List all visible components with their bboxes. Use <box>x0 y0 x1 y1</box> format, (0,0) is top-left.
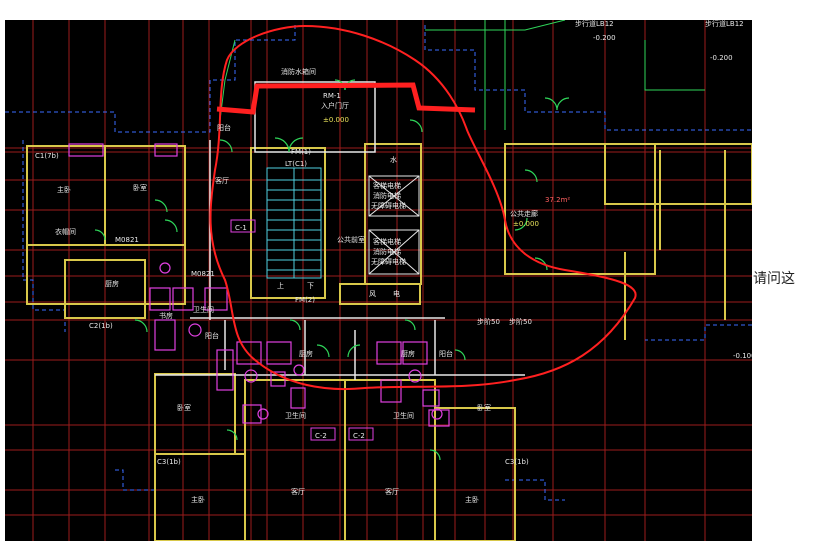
question-text: 请问这 <box>753 271 795 287</box>
label-left-bed: 卧室 <box>133 183 147 192</box>
label-water: 水 <box>390 155 397 164</box>
label-door-m1: FM(1) <box>291 148 311 156</box>
label-bot-kitchen1: 厨房 <box>299 349 313 358</box>
label-level-top1: -0.200 <box>593 34 616 42</box>
label-entry-rm: RM-1 <box>323 92 341 100</box>
cad-drawing-viewport[interactable]: RM-1 入户门厅 ±0.000 消防水箱间 -0.200 -0.200 步行道… <box>5 20 752 541</box>
label-left-study: 书房 <box>159 311 173 320</box>
label-door-m2: FM(2) <box>295 296 315 304</box>
label-right-level: ±0.000 <box>513 220 539 228</box>
label-bot-bed1: 卧室 <box>177 403 191 412</box>
label-bot-master2: 主卧 <box>465 495 479 504</box>
label-stair-up: 上 <box>277 281 284 290</box>
label-entry-hall: 入户门厅 <box>321 101 349 110</box>
label-win-c2: C2(1b) <box>89 322 113 330</box>
floor-plan: RM-1 入户门厅 ±0.000 消防水箱间 -0.200 -0.200 步行道… <box>5 20 752 541</box>
label-level-top2: -0.200 <box>710 54 733 62</box>
doors <box>94 79 570 461</box>
label-left-living: 客厅 <box>215 176 229 185</box>
stair <box>266 167 322 279</box>
label-elev1-c: 无障碍电梯 <box>371 201 406 210</box>
label-top-right2: 步行道LB12 <box>705 20 744 28</box>
label-tag-c2a: C-2 <box>315 432 327 440</box>
label-elev2-a: 客梯电梯 <box>373 237 401 246</box>
label-elev2-c: 无障碍电梯 <box>371 257 406 266</box>
label-left-closet: 衣帽间 <box>55 227 76 236</box>
label-stair-down: 下 <box>307 282 314 290</box>
elevators <box>368 175 420 275</box>
label-bot-living2: 客厅 <box>385 487 399 496</box>
label-left-kitchen: 厨房 <box>105 279 119 288</box>
label-public-corridor: 公共前室 <box>337 235 365 244</box>
label-elev2-b: 消防电梯 <box>373 247 401 256</box>
markup-annotation <box>209 25 637 391</box>
label-right-area: 37.2m² <box>545 196 570 204</box>
room-tags <box>230 219 374 441</box>
label-bot-bal1: 阳台 <box>205 331 219 340</box>
site-lines <box>219 20 705 130</box>
label-fire-tank: 消防水箱间 <box>281 67 316 76</box>
label-tag-c2b: C-2 <box>353 432 365 440</box>
cad-labels: RM-1 入户门厅 ±0.000 消防水箱间 -0.200 -0.200 步行道… <box>35 20 752 504</box>
label-bot-master1: 主卧 <box>191 495 205 504</box>
outline-dashed <box>5 25 752 501</box>
label-entry-level: ±0.000 <box>323 116 349 124</box>
label-win-c4: C3(1b) <box>505 458 529 466</box>
label-bot-bal2: 阳台 <box>439 349 453 358</box>
label-elev1-a: 客梯电梯 <box>373 181 401 190</box>
label-stair-ltc: LT(C1) <box>285 160 307 168</box>
label-left-bath: 卫生间 <box>193 305 214 314</box>
label-bot-living1: 客厅 <box>291 487 305 496</box>
label-step1: 步阶50 <box>477 317 500 326</box>
label-wind: 风 <box>369 290 376 298</box>
label-level-right: -0.100 <box>733 352 752 360</box>
label-door-m4: M0821 <box>191 270 215 278</box>
label-bot-bath1: 卫生间 <box>285 411 306 420</box>
label-top-right1: 步行道LB12 <box>575 20 614 28</box>
label-left-master: 主卧 <box>57 185 71 194</box>
label-elev1-b: 消防电梯 <box>373 191 401 200</box>
label-win-c3: C3(1b) <box>157 458 181 466</box>
label-elec: 电 <box>393 289 400 298</box>
walls <box>26 143 752 541</box>
label-bot-kitchen2: 厨房 <box>401 349 415 358</box>
label-right-hall: 公共走廊 <box>510 209 538 218</box>
label-win-c1: C1(7b) <box>35 152 59 160</box>
label-left-balcony: 阳台 <box>217 123 231 132</box>
label-bot-bed2: 卧室 <box>477 403 491 412</box>
label-step2: 步阶50 <box>509 317 532 326</box>
label-tag-c1: C-1 <box>235 224 247 232</box>
label-door-m3: M0821 <box>115 236 139 244</box>
label-bot-bath2: 卫生间 <box>393 411 414 420</box>
